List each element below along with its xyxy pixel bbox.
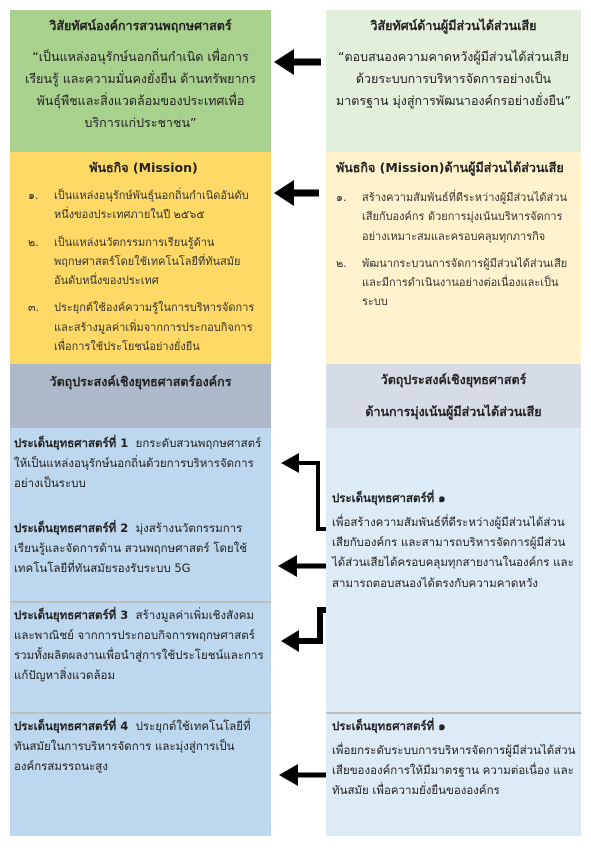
left-objective-header: วัตถุประสงค์เชิงยุทธศาสตร์องค์กร bbox=[10, 364, 271, 428]
item-number: ๑. bbox=[28, 189, 39, 202]
issue-heading: ประเด็นยุทธศาสตร์ที่ 1 bbox=[14, 436, 129, 450]
left-issues-box bbox=[10, 428, 271, 836]
right-objective-title-line1: วัตถุประสงค์เชิงยุทธศาสตร์ bbox=[380, 372, 527, 387]
issue-text: สร้างมูลค่าเพิ่มเชิงสังคมและพาณิชย์ จากก… bbox=[14, 608, 264, 683]
arrow-issue-3 bbox=[298, 607, 326, 644]
item-text: พัฒนากระบวนการจัดการผู้มีส่วนได้ส่วนเสีย… bbox=[362, 256, 568, 309]
item-number: ๒. bbox=[28, 235, 39, 249]
arrow-vision-head bbox=[274, 49, 294, 75]
left-mission-item: ๑. เป็นแหล่งอนุรักษ์พันธุ์นอกถิ่นกำเนิดอั… bbox=[28, 186, 259, 225]
right-vision-box: วิสัยทัศน์ด้านผู้มีส่วนได้ส่วนเสีย “ตอบส… bbox=[326, 10, 581, 152]
left-issue-1: ประเด็นยุทธศาสตร์ที่ 1 ยกระดับสวนพฤกษศาส… bbox=[14, 433, 266, 493]
issue-text: มุ่งสร้างนวัตกรรมการเรียนรู้และจัดการด้า… bbox=[14, 521, 248, 576]
left-mission-item: ๓. ประยุกต์ใช้องค์ความรู้ในการบริหารจัดกา… bbox=[28, 298, 259, 356]
right-mission-item: ๒. พัฒนากระบวนการจัดการผู้มีส่วนได้ส่วนเส… bbox=[336, 254, 569, 312]
left-issue-4: ประเด็นยุทธศาสตร์ที่ 4 ประยุกต์ใช้เทคโนโ… bbox=[14, 716, 266, 776]
right-issue-1: ประเด็นยุทธศาสตร์ที่ ๑ เพื่อสร้างความสัม… bbox=[332, 488, 577, 593]
item-text: เป็นแหล่งอนุรักษ์พันธุ์นอกถิ่นกำเนิดอันด… bbox=[54, 189, 249, 222]
issue-divider bbox=[10, 601, 271, 603]
issue-divider bbox=[326, 712, 581, 714]
right-objective-header: วัตถุประสงค์เชิงยุทธศาสตร์ ด้านการมุ่งเน… bbox=[326, 364, 581, 428]
item-number: ๒. bbox=[336, 256, 347, 270]
arrow-issue-1-head bbox=[281, 453, 299, 473]
arrow-mission-head bbox=[274, 180, 294, 206]
right-mission-item: ๑. สร้างความสัมพันธ์ที่ดีระหว่างผู้มีส่วน… bbox=[336, 188, 569, 246]
item-number: ๓. bbox=[28, 301, 40, 315]
left-mission-box: พันธกิจ (Mission) ๑. เป็นแหล่งอนุรักษ์พัน… bbox=[10, 152, 271, 364]
arrow-issue-1 bbox=[298, 461, 326, 531]
left-vision-title: วิสัยทัศน์องค์การสวนพฤกษศาสตร์ bbox=[49, 18, 232, 33]
left-mission-title: พันธกิจ (Mission) bbox=[89, 160, 198, 175]
left-vision-box: วิสัยทัศน์องค์การสวนพฤกษศาสตร์ “เป็นแหล่… bbox=[10, 10, 271, 152]
item-number: ๑. bbox=[336, 191, 347, 204]
left-objective-title: วัตถุประสงค์เชิงยุทธศาสตร์องค์กร bbox=[49, 374, 232, 389]
right-issues-box bbox=[326, 428, 581, 836]
issue-heading: ประเด็นยุทธศาสตร์ที่ 4 bbox=[14, 719, 129, 733]
item-text: เป็นแหล่งนวัตกรรมการเรียนรู้ด้านพฤกษศาสต… bbox=[54, 235, 241, 288]
issue-heading: ประเด็นยุทธศาสตร์ที่ ๑ bbox=[332, 719, 446, 733]
issue-text: เพื่อสร้างความสัมพันธ์ที่ดีระหว่างผู้มีส… bbox=[332, 515, 574, 590]
right-vision-title: วิสัยทัศน์ด้านผู้มีส่วนได้ส่วนเสีย bbox=[370, 18, 537, 33]
right-vision-text: “ตอบสนองความคาดหวังผู้มีส่วนได้ส่วนเสียด… bbox=[336, 49, 571, 108]
item-text: ประยุกต์ใช้องค์ความรู้ในการบริหารจัดการ … bbox=[54, 301, 255, 353]
issue-heading: ประเด็นยุทธศาสตร์ที่ 2 bbox=[14, 521, 129, 535]
issue-heading: ประเด็นยุทธศาสตร์ที่ 3 bbox=[14, 608, 129, 622]
left-mission-item: ๒. เป็นแหล่งนวัตกรรมการเรียนรู้ด้านพฤกษศา… bbox=[28, 233, 259, 291]
item-text: สร้างความสัมพันธ์ที่ดีระหว่างผู้มีส่วนได… bbox=[362, 191, 567, 243]
issue-text: ยกระดับสวนพฤกษศาสตร์ให้เป็นแหล่งอนุรักษ์… bbox=[14, 436, 262, 491]
arrow-issue-2-head bbox=[278, 555, 297, 577]
arrow-issue-3-head bbox=[281, 630, 299, 652]
issue-text: ประยุกต์ใช้เทคโนโลยีที่ทันสมัยในการบริหา… bbox=[14, 719, 251, 774]
right-objective-title-line2: ด้านการมุ่งเน้นผู้มีส่วนได้ส่วนเสีย bbox=[365, 404, 542, 419]
issue-text: เพื่อยกระดับระบบการบริหารจัดการผู้มีส่วน… bbox=[332, 743, 576, 798]
left-issue-3: ประเด็นยุทธศาสตร์ที่ 3 สร้างมูลค่าเพิ่มเ… bbox=[14, 605, 266, 686]
right-mission-box: พันธกิจ (Mission)ด้านผู้มีส่วนได้ส่วนเสี… bbox=[326, 152, 581, 364]
left-issue-2: ประเด็นยุทธศาสตร์ที่ 2 มุ่งสร้างนวัตกรรม… bbox=[14, 518, 266, 578]
right-mission-title: พันธกิจ (Mission)ด้านผู้มีส่วนได้ส่วนเสี… bbox=[336, 160, 564, 175]
right-issue-2: ประเด็นยุทธศาสตร์ที่ ๑ เพื่อยกระดับระบบก… bbox=[332, 716, 577, 801]
issue-divider bbox=[10, 712, 271, 714]
arrow-issue-4-head bbox=[279, 764, 298, 786]
left-vision-text: “เป็นแหล่งอนุรักษ์นอกถิ่นกำเนิด เพื่อการ… bbox=[25, 49, 256, 130]
issue-heading: ประเด็นยุทธศาสตร์ที่ ๑ bbox=[332, 491, 446, 505]
